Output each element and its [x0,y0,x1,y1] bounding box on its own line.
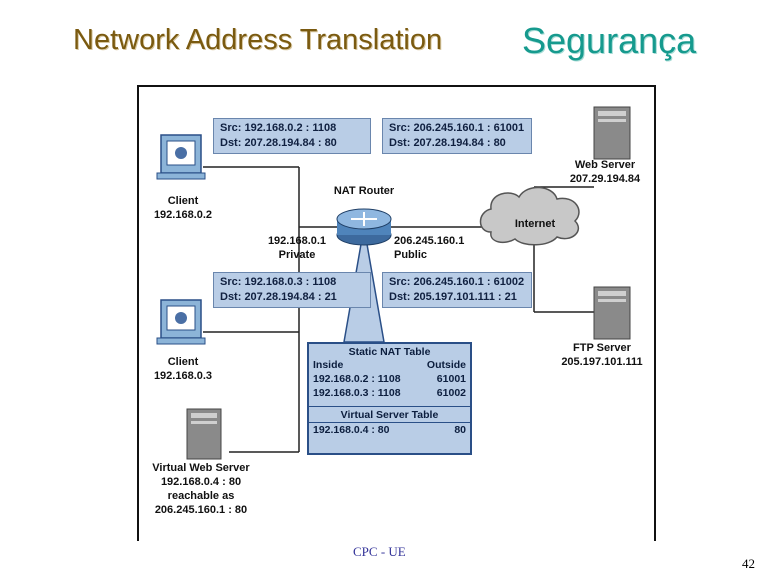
packet-client1-public: Src: 206.245.160.1 : 61001 Dst: 207.28.1… [382,118,532,154]
packet-src: Src: 192.168.0.3 : 1108 [220,276,337,288]
router-name-label: NAT Router [333,185,395,197]
nat-table-row: 192.168.0.2 : 1108 61001 [313,373,466,385]
router-public-label: 206.245.160.1 Public [394,235,465,261]
web-server-icon [593,106,631,160]
virtual-server-table-row: 192.168.0.4 : 80 80 [313,424,466,436]
router-private-label: 192.168.0.1 Private [267,235,327,261]
packet-src: Src: 206.245.160.1 : 61002 [389,276,525,288]
client2-label: Client 192.168.0.3 [153,356,213,382]
slide-title: Network Address Translation [73,24,443,56]
client2-icon [156,299,206,345]
nat-table-row: 192.168.0.3 : 1108 61002 [313,387,466,399]
static-nat-table: Static NAT Table Inside Outside 192.168.… [307,342,472,455]
nat-table-header: Inside Outside [313,359,466,371]
packet-client2-private: Src: 192.168.0.3 : 1108 Dst: 207.28.194.… [213,272,371,308]
vs-table-divider [309,422,470,423]
page-number: 42 [742,556,755,571]
client1-icon [156,134,206,180]
web-server-label: Web Server 207.29.194.84 [569,159,641,185]
packet-dst: Dst: 207.28.194.84 : 80 [220,137,337,149]
internet-cloud-icon [479,186,580,246]
internet-label: Internet [514,218,556,230]
packet-src: Src: 206.245.160.1 : 61001 [389,122,525,134]
packet-src: Src: 192.168.0.2 : 1108 [220,122,337,134]
ftp-server-label: FTP Server 205.197.101.111 [561,342,643,368]
router-icon [336,208,392,246]
client1-label: Client 192.168.0.2 [153,195,213,221]
packet-dst: Dst: 205.197.101.111 : 21 [389,291,517,303]
packet-dst: Dst: 207.28.194.84 : 21 [220,291,337,303]
slide-footer: CPC - UE [353,544,406,559]
virtual-server-table-title: Virtual Server Table [340,409,439,421]
ftp-server-icon [593,286,631,340]
virtual-server-icon [186,408,222,460]
packet-dst: Dst: 207.28.194.84 : 80 [389,137,506,149]
packet-client1-private: Src: 192.168.0.2 : 1108 Dst: 207.28.194.… [213,118,371,154]
virtual-server-label: Virtual Web Server 192.168.0.4 : 80 reac… [152,462,250,516]
nat-table-divider [309,406,470,407]
packet-client2-public: Src: 206.245.160.1 : 61002 Dst: 205.197.… [382,272,532,308]
nat-table-title: Static NAT Table [348,346,431,358]
slide-subtitle: Segurança [522,20,697,61]
nat-diagram: Src: 192.168.0.2 : 1108 Dst: 207.28.194.… [137,85,656,541]
